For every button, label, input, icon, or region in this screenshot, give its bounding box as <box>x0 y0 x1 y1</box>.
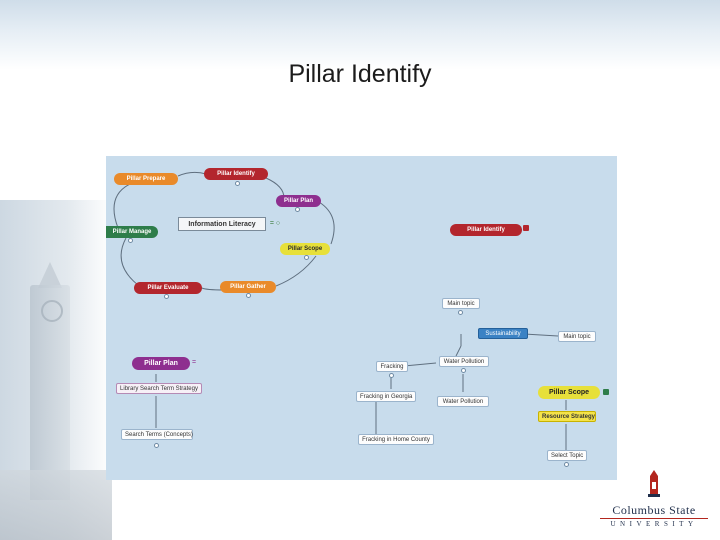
header-background <box>0 0 720 70</box>
university-logo: Columbus State UNIVERSITY <box>598 470 710 532</box>
identify-main-topic-top[interactable]: Main topic <box>442 298 480 309</box>
scope-resource-strategy[interactable]: Resource Strategy <box>538 411 596 422</box>
logo-subtitle: UNIVERSITY <box>610 520 698 528</box>
gather-expand-marker[interactable] <box>246 293 251 298</box>
logo-name: Columbus State <box>612 503 696 517</box>
manage-expand-marker[interactable] <box>128 238 133 243</box>
search-terms-expand-marker[interactable] <box>154 443 159 448</box>
pillar-scope-node[interactable]: Pillar Scope <box>280 243 330 255</box>
identify-root-marker <box>523 225 529 231</box>
pillar-plan-node[interactable]: Pillar Plan <box>276 195 321 207</box>
tower-logo-icon <box>648 470 660 497</box>
information-literacy-badge: = ○ <box>269 220 281 227</box>
information-literacy-node[interactable]: Information Literacy <box>178 217 266 231</box>
evaluate-expand-marker[interactable] <box>164 294 169 299</box>
select-topic-expand-marker[interactable] <box>564 462 569 467</box>
pillar-scope-root[interactable]: Pillar Scope <box>538 386 600 399</box>
scope-select-topic[interactable]: Select Topic <box>547 450 587 461</box>
identify-fracking[interactable]: Fracking <box>376 361 408 372</box>
plan-library-search-term-strategy[interactable]: Library Search Term Strategy <box>116 383 202 394</box>
identify-fracking-in-georgia[interactable]: Fracking in Georgia <box>356 391 416 402</box>
pillar-evaluate-node[interactable]: Pillar Evaluate <box>134 282 202 294</box>
plan-root-badge: = <box>191 359 197 366</box>
plan-expand-marker[interactable] <box>295 207 300 212</box>
pillar-prepare-node[interactable]: Pillar Prepare <box>114 173 178 185</box>
identify-expand-marker[interactable] <box>235 181 240 186</box>
pillar-plan-root[interactable]: Pillar Plan <box>132 357 190 370</box>
plan-search-terms[interactable]: Search Terms (Concepts) <box>121 429 193 440</box>
logo-divider <box>600 518 708 519</box>
pillar-manage-node[interactable]: Pillar Manage <box>106 226 158 238</box>
campus-ground <box>0 470 112 540</box>
identify-main-topic-right[interactable]: Main topic <box>558 331 596 342</box>
identify-water-pollution-top[interactable]: Water Pollution <box>439 356 489 367</box>
scope-expand-marker[interactable] <box>304 255 309 260</box>
clock-icon <box>41 300 63 322</box>
fracking-expand-marker[interactable] <box>389 373 394 378</box>
mind-map-canvas: Pillar Prepare Pillar Identify Pillar Pl… <box>106 156 617 480</box>
identify-fracking-home-county[interactable]: Fracking in Home County <box>358 434 434 445</box>
identify-water-pollution-bottom[interactable]: Water Pollution <box>437 396 489 407</box>
water-pollution-expand-marker[interactable] <box>461 368 466 373</box>
identify-sustainability[interactable]: Sustainability <box>478 328 528 339</box>
main-topic-expand-marker[interactable] <box>458 310 463 315</box>
pillar-gather-node[interactable]: Pillar Gather <box>220 281 276 293</box>
scope-root-marker <box>603 389 609 395</box>
pillar-identify-node[interactable]: Pillar Identify <box>204 168 268 180</box>
slide-title: Pillar Identify <box>288 60 432 88</box>
pillar-identify-root[interactable]: Pillar Identify <box>450 224 522 236</box>
